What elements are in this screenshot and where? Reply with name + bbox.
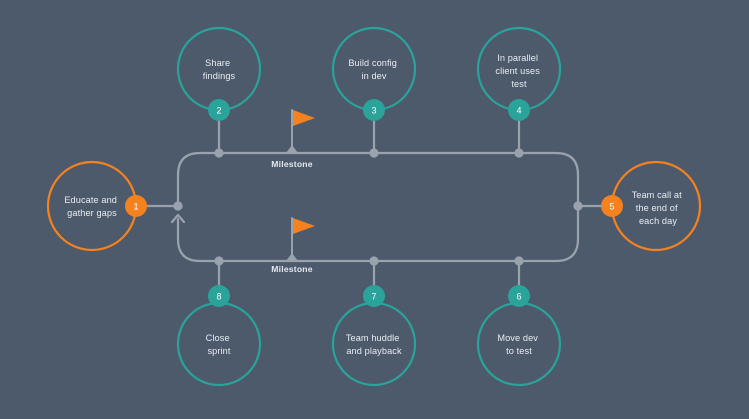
node-badge	[208, 99, 230, 121]
node-ring	[176, 26, 262, 112]
node-team-huddle-and-playback[interactable]: Team huddle and playback 7	[331, 285, 417, 387]
node-in-parallel-client-uses-test[interactable]: In parallel client uses test 4	[476, 26, 562, 121]
node-label: Team call at the end of each day	[632, 190, 685, 226]
node-label: Team huddle and playback	[346, 333, 402, 356]
milestone-top-label: Milestone	[271, 159, 312, 169]
node-badge-number: 7	[371, 291, 376, 301]
spine-dot-node-3	[369, 148, 379, 158]
spine-group	[145, 119, 603, 287]
node-label: Share findings	[203, 58, 236, 81]
node-close-sprint[interactable]: Close sprint 8	[176, 285, 262, 387]
node-label: Build config in dev	[348, 58, 399, 81]
spine-dot-node-4	[514, 148, 524, 158]
spine-bottom-path	[176, 204, 580, 263]
node-educate-and-gather-gaps[interactable]: Educate and gather gaps 1	[46, 160, 147, 252]
node-badge-number: 5	[609, 201, 614, 211]
node-label: In parallel client uses test	[495, 53, 542, 89]
node-badge-number: 8	[216, 291, 221, 301]
node-label: Move dev to test	[497, 333, 540, 356]
milestone-flag-icon	[293, 110, 315, 126]
flow-arrowhead-icon	[170, 213, 186, 224]
node-badge	[601, 195, 623, 217]
node-share-findings[interactable]: Share findings 2	[176, 26, 262, 121]
node-badge-number: 1	[133, 201, 138, 211]
node-badge	[508, 285, 530, 307]
node-move-dev-to-test[interactable]: Move dev to test 6	[476, 285, 562, 387]
milestone-bottom-label: Milestone	[271, 264, 312, 274]
node-badge-number: 2	[216, 105, 221, 115]
node-team-call-at-the-end-of-each-day[interactable]: Team call at the end of each day 5	[601, 160, 702, 252]
node-build-config-in-dev[interactable]: Build config in dev 3	[331, 26, 417, 121]
node-badge	[125, 195, 147, 217]
node-ring	[331, 26, 417, 112]
node-badge-number: 3	[371, 105, 376, 115]
milestone-base-marker-icon	[286, 145, 298, 153]
spine-dot-node-7	[369, 256, 379, 266]
milestone-bottom[interactable]: Milestone	[271, 217, 315, 274]
node-label: Educate and gather gaps	[64, 195, 119, 218]
node-badge-number: 6	[516, 291, 521, 301]
spine-dot-node-6	[514, 256, 524, 266]
node-badge-number: 4	[516, 105, 521, 115]
spine-top-path	[176, 151, 580, 208]
node-badge	[508, 99, 530, 121]
node-badge	[363, 285, 385, 307]
spine-dot-node-8	[214, 256, 224, 266]
node-ring	[331, 301, 417, 387]
node-badge	[208, 285, 230, 307]
node-ring	[476, 301, 562, 387]
node-ring	[46, 160, 138, 252]
node-label: Close sprint	[206, 333, 233, 356]
spine-dot-node-2	[214, 148, 224, 158]
milestone-top[interactable]: Milestone	[271, 109, 315, 169]
milestone-base-marker-icon	[286, 253, 298, 261]
node-badge	[363, 99, 385, 121]
node-ring	[176, 301, 262, 387]
milestone-flag-icon	[293, 218, 315, 234]
